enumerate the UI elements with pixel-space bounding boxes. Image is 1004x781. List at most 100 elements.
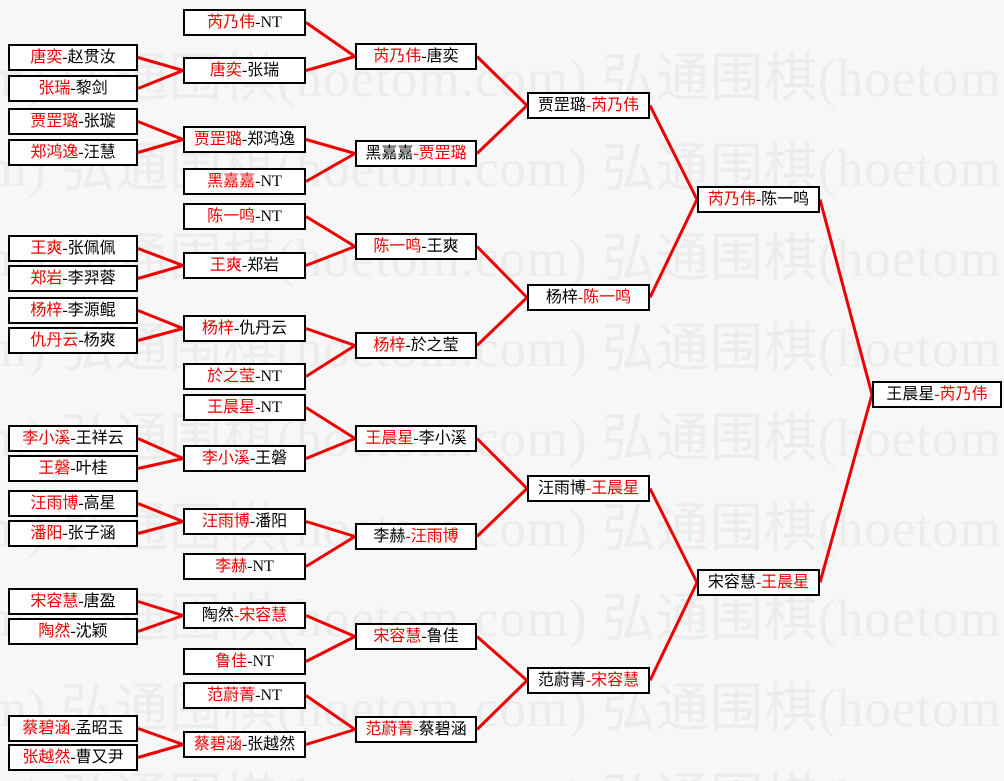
- match-player-1: 蔡碧涵: [22, 720, 71, 737]
- match-player-2: 张越然: [247, 736, 296, 753]
- vs-separator: -: [247, 653, 253, 670]
- watermark-text: 弘通围棋(hoetom.com) 弘通围棋(hoetom.com) 弘通围棋(h…: [0, 140, 1004, 198]
- match-player-1: 贾罡璐: [30, 113, 79, 130]
- connector-line: [475, 296, 529, 347]
- match-box-round-3-6: 李赫-汪雨博: [355, 523, 477, 550]
- connector-line: [137, 600, 184, 617]
- connector-line: [305, 694, 356, 731]
- connector-line: [305, 327, 356, 347]
- connector-line: [137, 614, 184, 633]
- match-player-2: NT: [260, 399, 282, 416]
- vs-separator: -: [78, 593, 84, 610]
- match-box-round-2-14: 鲁佳-NT: [183, 648, 306, 675]
- match-player-1: 杨梓: [201, 320, 234, 337]
- connector-line: [818, 394, 874, 583]
- vs-separator: -: [585, 480, 592, 497]
- match-player-2: 宋容慧: [591, 672, 640, 689]
- vs-separator: -: [585, 672, 592, 689]
- match-player-1: 汪雨博: [201, 513, 250, 530]
- match-player-1: 郑鸿逸: [30, 144, 79, 161]
- match-box-round-1-10: 王磐-叶桂: [8, 455, 138, 482]
- connector-line: [137, 437, 184, 460]
- vs-separator: -: [78, 495, 84, 512]
- match-player-1: 仇丹云: [30, 332, 79, 349]
- vs-separator: -: [585, 97, 592, 114]
- match-player-1: 李赫: [215, 558, 248, 575]
- match-box-round-1-11: 汪雨博-高星: [8, 490, 138, 517]
- match-box-round-1-5: 王爽-张佩佩: [8, 235, 138, 262]
- match-player-2: NT: [260, 208, 282, 225]
- match-player-2: 王爽: [426, 238, 459, 255]
- connector-line: [137, 309, 184, 330]
- match-box-round-1-13: 宋容慧-唐盈: [8, 588, 138, 615]
- match-player-1: 宋容慧: [707, 574, 756, 591]
- match-player-1: 芮乃伟: [207, 14, 256, 31]
- match-box-round-1-16: 张越然-曹又尹: [8, 744, 138, 771]
- match-box-round-1-15: 蔡碧涵-孟昭玉: [8, 715, 138, 742]
- match-box-semifinal-2: 宋容慧-王晨星: [697, 569, 820, 596]
- match-player-2: 汪雨博: [410, 528, 459, 545]
- match-player-1: 范蔚菁: [365, 721, 414, 738]
- vs-separator: -: [249, 513, 256, 530]
- match-player-1: 黑嘉嘉: [207, 173, 256, 190]
- match-box-round-2-15: 范蔚菁-NT: [183, 682, 306, 709]
- connector-line: [305, 535, 356, 568]
- match-player-2: 蔡碧涵: [418, 721, 467, 738]
- watermark-text: 弘通围棋(hoetom.com) 弘通围棋(hoetom.com) 弘通围棋(h…: [0, 680, 1004, 738]
- connector-line: [475, 55, 529, 107]
- match-box-round-2-6: 王爽-郑岩: [183, 252, 306, 279]
- connector-line: [305, 152, 356, 183]
- match-player-2: 汪慧: [83, 144, 116, 161]
- connector-line: [475, 437, 529, 490]
- match-box-round-2-12: 李赫-NT: [183, 553, 306, 580]
- connector-line: [648, 104, 699, 201]
- vs-separator: -: [421, 628, 427, 645]
- connector-line: [305, 138, 356, 155]
- vs-separator: -: [755, 574, 762, 591]
- watermark-text: 弘通围棋(hoetom.com) 弘通围棋(hoetom.com) 弘通围棋(h…: [0, 320, 1004, 378]
- match-player-1: 唐奕: [209, 62, 242, 79]
- match-box-round-2-4: 黑嘉嘉-NT: [183, 168, 306, 195]
- connector-line: [475, 104, 529, 155]
- vs-separator: -: [62, 49, 68, 66]
- match-player-1: 宋容慧: [30, 593, 79, 610]
- match-player-1: 陈一鸣: [373, 238, 422, 255]
- match-player-2: 鲁佳: [426, 628, 459, 645]
- match-box-round-1-6: 郑岩-李羿蓉: [8, 265, 138, 292]
- match-player-2: 芮乃伟: [591, 97, 640, 114]
- connector-line: [137, 264, 184, 280]
- match-player-1: 汪雨博: [537, 480, 586, 497]
- match-box-round-1-7: 杨梓-李源鲲: [8, 297, 138, 324]
- match-box-round-3-4: 杨梓-於之莹: [355, 332, 477, 359]
- connector-line: [137, 120, 184, 141]
- match-player-2: NT: [260, 173, 282, 190]
- match-player-1: 杨梓: [545, 289, 578, 306]
- vs-separator: -: [241, 257, 248, 274]
- match-box-round-2-7: 杨梓-仇丹云: [183, 315, 306, 342]
- match-box-round-3-3: 陈一鸣-王爽: [355, 233, 477, 260]
- match-player-2: NT: [260, 14, 282, 31]
- match-player-2: 叶桂: [75, 460, 108, 477]
- match-box-quarterfinal-4: 范蔚菁-宋容慧: [527, 667, 650, 694]
- connector-line: [305, 55, 356, 72]
- watermark-text: 弘通围棋(hoetom.com) 弘通围棋(hoetom.com) 弘通围棋(h…: [0, 590, 1004, 648]
- match-player-1: 郑岩: [30, 270, 63, 287]
- vs-separator: -: [405, 528, 411, 545]
- match-player-1: 李小溪: [201, 450, 250, 467]
- connector-line: [305, 614, 356, 638]
- match-player-1: 黑嘉嘉: [365, 145, 414, 162]
- connector-line: [137, 457, 184, 470]
- match-player-2: 陈一鸣: [583, 289, 632, 306]
- match-box-quarterfinal-1: 贾罡璐-芮乃伟: [527, 92, 650, 119]
- match-player-2: 芮乃伟: [939, 386, 988, 403]
- vs-separator: -: [62, 270, 68, 287]
- vs-separator: -: [241, 62, 248, 79]
- match-player-2: 郑岩: [247, 257, 280, 274]
- vs-separator: -: [247, 558, 253, 575]
- match-box-round-1-1: 唐奕-赵贯汝: [8, 44, 138, 71]
- match-player-2: 唐奕: [426, 48, 459, 65]
- match-box-round-2-16: 蔡碧涵-张越然: [183, 731, 306, 758]
- vs-separator: -: [255, 14, 261, 31]
- match-player-2: 张佩佩: [67, 240, 116, 257]
